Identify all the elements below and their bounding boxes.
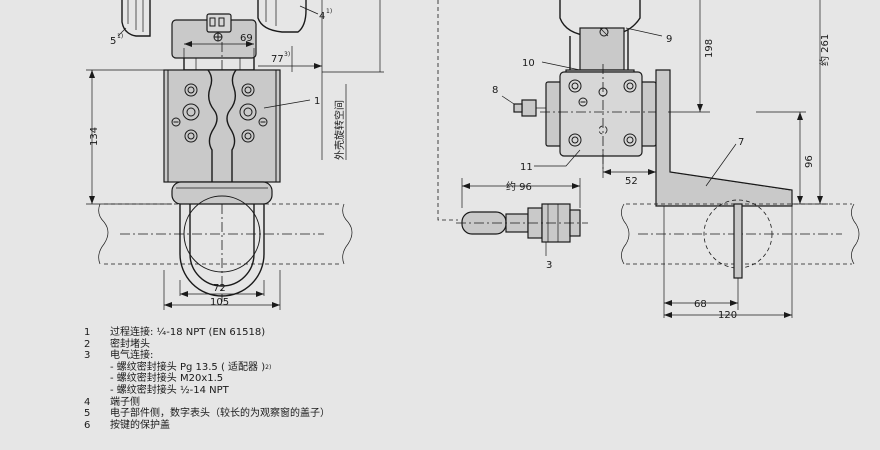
pipe-left xyxy=(98,195,353,273)
legend-text: 按键的保护盖 xyxy=(110,419,170,431)
legend-number xyxy=(84,373,110,385)
callout-3: 3 xyxy=(546,260,552,271)
cable-gland xyxy=(456,203,588,243)
legend-item: 5 电子部件侧，数字表头（较长的为观察窗的盖子） xyxy=(84,408,804,420)
dim-approx-261: 约 261 xyxy=(818,34,831,66)
flange-body xyxy=(163,69,281,183)
dim-69: 69 xyxy=(240,33,253,44)
legend-item: 6 按键的保护盖 xyxy=(84,420,804,432)
callout-9: 9 xyxy=(666,34,672,45)
legend-number: 6 xyxy=(84,419,91,431)
legend-item: - 螺纹密封接头 ½-14 NPT xyxy=(84,385,804,397)
dim-77-note: 3) xyxy=(284,51,290,58)
legend-text: 端子侧 xyxy=(110,396,140,408)
callout-4-note: 1) xyxy=(326,8,332,15)
left-view: 69 77 3) 外壳旋转空间 134 72 105 1 4 1) 5 1) xyxy=(86,0,384,310)
callout-5: 5 xyxy=(110,36,116,47)
legend-text: 过程连接: ¼-18 NPT (EN 61518) xyxy=(110,327,266,338)
legend-item: 2 密封堵头 xyxy=(84,339,804,351)
callout-8: 8 xyxy=(492,85,498,96)
legend-number xyxy=(84,385,110,397)
legend-number: 1 xyxy=(84,327,91,338)
callout-5-note: 1) xyxy=(117,33,123,40)
dim-134: 134 xyxy=(89,127,100,146)
rotation-space-label: 外壳旋转空间 xyxy=(333,100,346,160)
right-view: 约 96 52 198 约 261 96 68 120 10 8 11 9 xyxy=(456,0,860,320)
legend-item: - 螺纹密封接头 M20x1.5 xyxy=(84,373,804,385)
legend-number: 5 xyxy=(84,408,91,420)
dim-52: 52 xyxy=(625,176,638,187)
legend-number: 4 xyxy=(84,396,91,408)
transmitter-housing xyxy=(121,0,307,71)
legend-text: 电子部件侧，数字表头（较长的为观察窗的盖子） xyxy=(110,408,330,420)
legend-text: 电气连接: xyxy=(110,350,154,362)
legend-footnote: 2) xyxy=(265,363,272,371)
dim-77: 77 xyxy=(271,54,284,65)
callout-1: 1 xyxy=(314,96,320,107)
callout-11: 11 xyxy=(520,162,533,173)
dim-68: 68 xyxy=(694,299,707,310)
flange-block xyxy=(540,64,668,170)
legend-number xyxy=(84,362,110,374)
dim-105: 105 xyxy=(210,297,229,308)
legend-item: 1 过程连接: ¼-18 NPT (EN 61518) xyxy=(84,327,804,339)
dim-approx-96: 约 96 xyxy=(506,180,532,193)
legend-text: - 螺纹密封接头 M20x1.5 xyxy=(110,373,224,385)
callout-4: 4 xyxy=(319,11,325,22)
legend-text: - 螺纹密封接头 Pg 13.5 ( 适配器 ) xyxy=(110,361,266,373)
legend-text: 密封堵头 xyxy=(110,338,150,350)
dim-198: 198 xyxy=(704,39,715,58)
callout-7: 7 xyxy=(738,137,744,148)
callout-10: 10 xyxy=(522,58,535,69)
legend-number: 3 xyxy=(84,350,91,362)
technical-drawing: 69 77 3) 外壳旋转空间 134 72 105 1 4 1) 5 1) xyxy=(86,0,860,320)
legend-item: 3 电气连接: xyxy=(84,350,804,362)
legend-number: 2 xyxy=(84,338,91,350)
dim-72: 72 xyxy=(213,283,226,294)
legend-text: - 螺纹密封接头 ½-14 NPT xyxy=(110,384,229,396)
legend-item: 4 端子侧 xyxy=(84,397,804,409)
dim-120: 120 xyxy=(718,310,737,320)
legend-item: - 螺纹密封接头 Pg 13.5 ( 适配器 )2) xyxy=(84,362,804,374)
dim-96: 96 xyxy=(804,155,815,168)
pipe-right xyxy=(621,199,860,279)
